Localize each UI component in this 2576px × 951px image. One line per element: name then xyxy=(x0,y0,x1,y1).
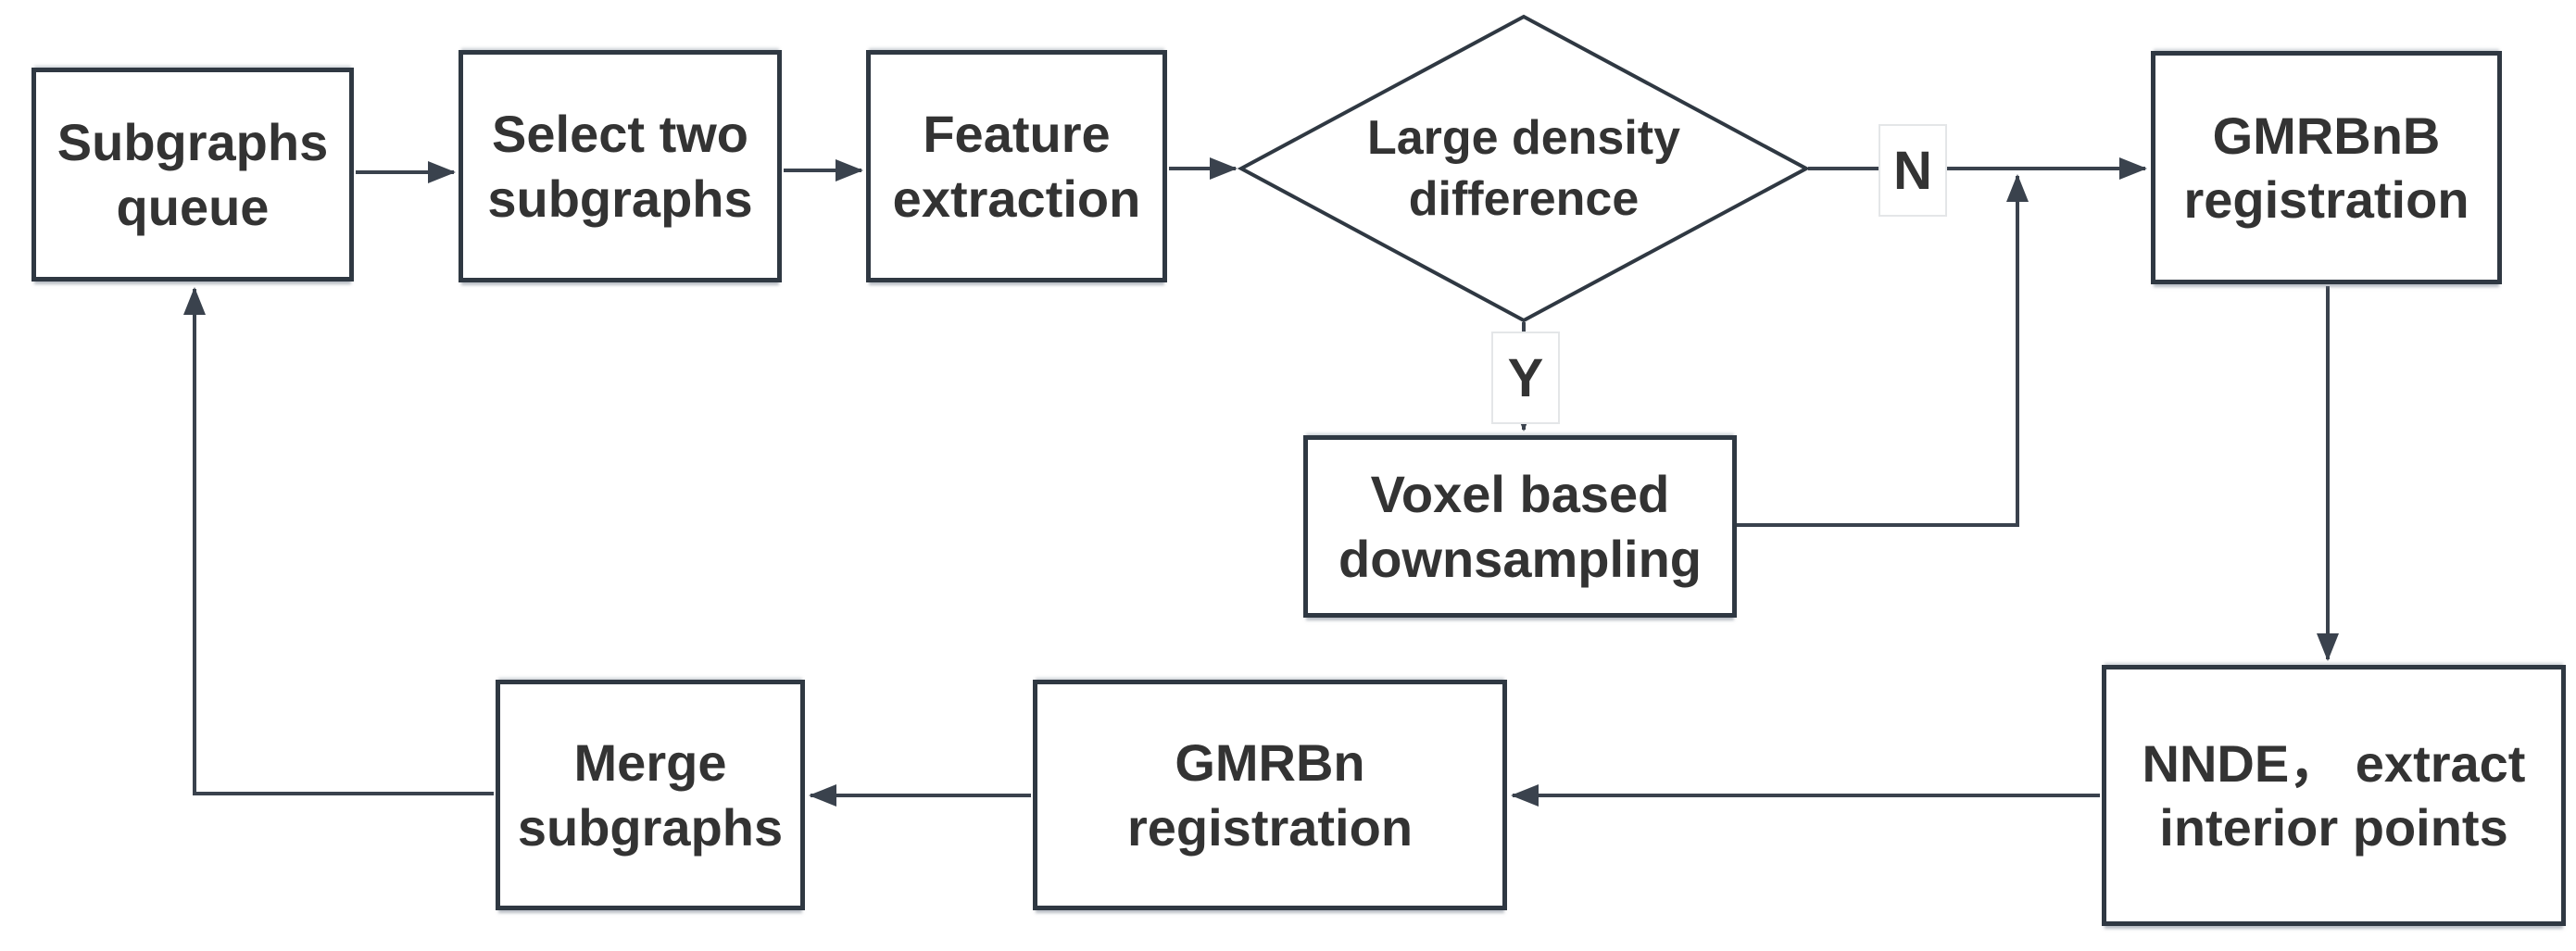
node-subgraphs-queue: Subgraphs queue xyxy=(31,68,354,282)
node-label: Merge subgraphs xyxy=(517,733,784,857)
node-voxel-based-downsampling: Voxel based downsampling xyxy=(1303,435,1737,618)
node-label: Large density difference xyxy=(1366,110,1681,226)
node-label: NNDE， extract interior points xyxy=(2142,733,2526,857)
node-nnde-extract-interior-points: NNDE， extract interior points xyxy=(2102,665,2566,926)
node-label: GMRBn registration xyxy=(1126,733,1414,857)
node-feature-extraction: Feature extraction xyxy=(866,50,1167,282)
branch-label-n: N xyxy=(1879,124,1947,217)
node-gmrbnb-registration: GMRBnB registration xyxy=(2151,51,2502,284)
node-merge-subgraphs: Merge subgraphs xyxy=(496,680,805,910)
branch-label-y: Y xyxy=(1491,332,1560,424)
node-gmrbn-registration: GMRBn registration xyxy=(1033,680,1507,910)
decision-diamond-shape xyxy=(1237,14,1811,323)
node-label: GMRBnB registration xyxy=(2183,106,2469,229)
node-label: Subgraphs queue xyxy=(57,113,329,236)
edge-merge-to-subgraphs-queue xyxy=(183,287,494,795)
node-label: Feature extraction xyxy=(892,105,1141,228)
edge-voxel-to-no-branch-junction xyxy=(1737,174,2029,527)
branch-label-text: Y xyxy=(1507,347,1544,408)
node-large-density-difference: Large density difference xyxy=(1264,79,1783,259)
branch-label-text: N xyxy=(1893,140,1932,201)
node-label: Select two subgraphs xyxy=(487,105,753,228)
node-label: Voxel based downsampling xyxy=(1338,465,1702,588)
node-select-two-subgraphs: Select two subgraphs xyxy=(459,50,782,282)
